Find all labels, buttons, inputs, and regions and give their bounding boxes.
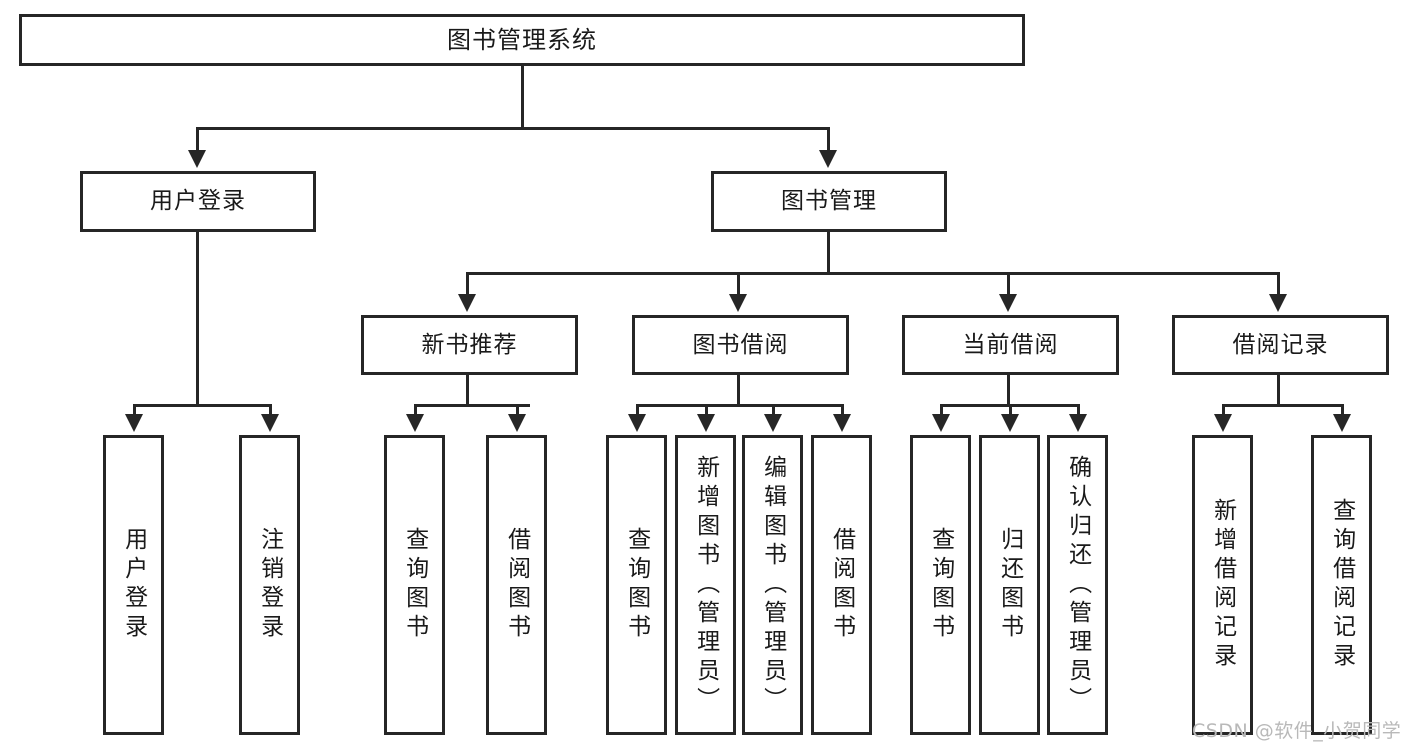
connector-root-stem (521, 66, 524, 128)
connector-drop-leaf-borrowrecord-0 (1222, 404, 1225, 417)
node-new-book-recommend[interactable]: 新书推荐 (361, 315, 578, 375)
watermark-csdn: CSDN @软件_小贺同学 (1192, 716, 1401, 743)
leaf-user-login-logout[interactable]: 注销登录 (239, 435, 300, 735)
node-root-system[interactable]: 图书管理系统 (19, 14, 1025, 66)
leaf-borrow-record-query-record[interactable]: 查询借阅记录 (1311, 435, 1372, 735)
connector-drop-leaf-currentborrow-0 (940, 404, 943, 417)
node-label: 新书推荐 (421, 331, 518, 358)
arrowhead-leaf-newbook-0 (406, 414, 424, 432)
connector-drop-leaf-bookborrow-0 (636, 404, 639, 417)
leaf-label: 查询图书 (927, 527, 954, 643)
leaf-current-borrow-confirm-return-admin[interactable]: 确认归还（管理员） (1047, 435, 1108, 735)
node-label: 图书管理系统 (447, 26, 597, 54)
leaf-label: 查询图书 (401, 527, 428, 643)
leaf-new-book-query-book[interactable]: 查询图书 (384, 435, 445, 735)
connector-book-borrow-stem (737, 375, 740, 406)
leaf-label: 注销登录 (256, 527, 283, 643)
connector-drop-level3-2 (1007, 272, 1010, 298)
leaf-user-login-user-login[interactable]: 用户登录 (103, 435, 164, 735)
arrowhead-leaf-user-login-0 (125, 414, 143, 432)
node-label: 借阅记录 (1232, 331, 1329, 358)
connector-drop-leaf-bookborrow-2 (772, 404, 775, 417)
leaf-current-borrow-query-book[interactable]: 查询图书 (910, 435, 971, 735)
connector-drop-leaf-bookborrow-1 (705, 404, 708, 417)
node-book-borrow[interactable]: 图书借阅 (632, 315, 849, 375)
node-label: 图书管理 (781, 188, 877, 215)
node-user-login[interactable]: 用户登录 (80, 171, 316, 232)
arrowhead-book-manage (819, 150, 837, 168)
connector-borrow-record-bus (1222, 404, 1344, 407)
leaf-book-borrow-query-book[interactable]: 查询图书 (606, 435, 667, 735)
arrowhead-leaf-bookborrow-2 (764, 414, 782, 432)
connector-user-login-bus (133, 404, 272, 407)
node-borrow-record[interactable]: 借阅记录 (1172, 315, 1389, 375)
arrowhead-leaf-bookborrow-1 (697, 414, 715, 432)
arrowhead-leaf-borrowrecord-0 (1214, 414, 1232, 432)
leaf-borrow-record-add-record[interactable]: 新增借阅记录 (1192, 435, 1253, 735)
leaf-book-borrow-borrow-book[interactable]: 借阅图书 (811, 435, 872, 735)
connector-drop-level3-1 (737, 272, 740, 298)
arrowhead-leaf-newbook-1 (508, 414, 526, 432)
connector-current-borrow-stem (1007, 375, 1010, 406)
leaf-label: 借阅图书 (503, 527, 530, 643)
arrowhead-level3-2 (999, 294, 1017, 312)
arrowhead-leaf-currentborrow-1 (1001, 414, 1019, 432)
leaf-label: 确认归还（管理员） (1064, 454, 1091, 716)
arrowhead-leaf-bookborrow-0 (628, 414, 646, 432)
node-current-borrow[interactable]: 当前借阅 (902, 315, 1119, 375)
connector-drop-leaf-user-login-1 (269, 404, 272, 417)
connector-drop-book-manage (827, 127, 830, 154)
arrowhead-leaf-borrowrecord-1 (1333, 414, 1351, 432)
connector-drop-leaf-user-login-0 (133, 404, 136, 417)
leaf-label: 编辑图书（管理员） (759, 454, 786, 716)
leaf-label: 查询图书 (623, 527, 650, 643)
node-label: 图书借阅 (692, 331, 789, 358)
connector-level3-bus (466, 272, 1280, 275)
leaf-book-borrow-edit-book-admin[interactable]: 编辑图书（管理员） (742, 435, 803, 735)
leaf-book-borrow-add-book-admin[interactable]: 新增图书（管理员） (675, 435, 736, 735)
arrowhead-level3-0 (458, 294, 476, 312)
connector-drop-leaf-newbook-0 (414, 404, 417, 417)
node-label: 当前借阅 (962, 331, 1059, 358)
connector-drop-level3-3 (1277, 272, 1280, 298)
connector-drop-leaf-currentborrow-1 (1009, 404, 1012, 417)
connector-root-bus (196, 127, 830, 130)
connector-book-borrow-bus (636, 404, 844, 407)
node-book-manage[interactable]: 图书管理 (711, 171, 947, 232)
watermark-text: CSDN @软件_小贺同学 (1192, 720, 1402, 742)
connector-drop-user-login (196, 127, 199, 154)
arrowhead-leaf-bookborrow-3 (833, 414, 851, 432)
leaf-new-book-borrow-book[interactable]: 借阅图书 (486, 435, 547, 735)
connector-drop-leaf-borrowrecord-1 (1341, 404, 1344, 417)
connector-drop-leaf-currentborrow-2 (1077, 404, 1080, 417)
connector-book-manage-stem (827, 232, 830, 274)
leaf-current-borrow-return-book[interactable]: 归还图书 (979, 435, 1040, 735)
connector-drop-leaf-newbook-1 (516, 404, 519, 417)
connector-new-book-stem (466, 375, 469, 406)
leaf-label: 归还图书 (996, 527, 1023, 643)
leaf-label: 新增图书（管理员） (692, 454, 719, 716)
arrowhead-level3-1 (729, 294, 747, 312)
arrowhead-leaf-user-login-1 (261, 414, 279, 432)
connector-drop-level3-0 (466, 272, 469, 298)
arrowhead-user-login (188, 150, 206, 168)
connector-user-login-stem (196, 232, 199, 405)
leaf-label: 新增借阅记录 (1209, 498, 1236, 672)
arrowhead-level3-3 (1269, 294, 1287, 312)
arrowhead-leaf-currentborrow-0 (932, 414, 950, 432)
connector-new-book-bus (414, 404, 530, 407)
leaf-label: 查询借阅记录 (1328, 498, 1355, 672)
connector-borrow-record-stem (1277, 375, 1280, 406)
arrowhead-leaf-currentborrow-2 (1069, 414, 1087, 432)
node-label: 用户登录 (150, 188, 246, 215)
leaf-label: 用户登录 (120, 527, 147, 643)
leaf-label: 借阅图书 (828, 527, 855, 643)
connector-drop-leaf-bookborrow-3 (841, 404, 844, 417)
